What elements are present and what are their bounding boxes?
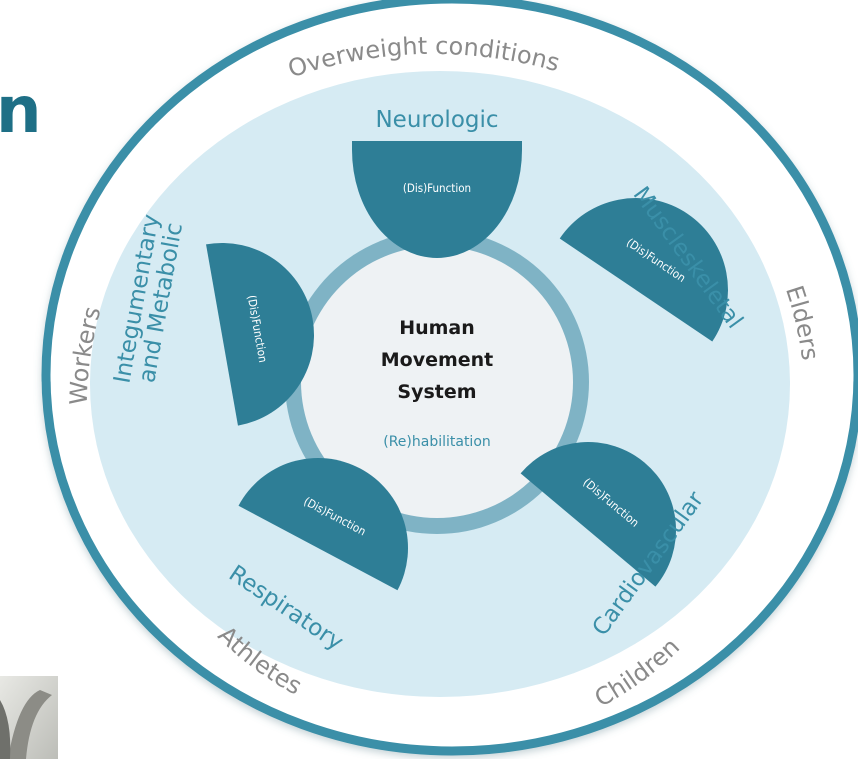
cropped-heading-glyph: n bbox=[0, 74, 42, 148]
segment-respiratory: (Dis)Function bbox=[238, 458, 408, 591]
segment-cardiovascular: (Dis)Function bbox=[520, 442, 676, 587]
cropped-photo bbox=[0, 676, 58, 759]
segment-muscleskeletal: (Dis)Function bbox=[559, 198, 728, 342]
core-title-line1: Human bbox=[399, 317, 475, 339]
segment-integumentary: (Dis)Function bbox=[206, 243, 314, 426]
neurologic-label: Neurologic bbox=[375, 107, 498, 133]
neurologic-function-label: (Dis)Function bbox=[403, 181, 471, 195]
segment-neurologic: (Dis)Function bbox=[352, 141, 522, 258]
core-circle bbox=[301, 246, 573, 518]
core-title-line2: Movement bbox=[381, 349, 494, 371]
core-subtitle: (Re)habilitation bbox=[383, 434, 491, 450]
core-title-line3: System bbox=[397, 381, 476, 403]
